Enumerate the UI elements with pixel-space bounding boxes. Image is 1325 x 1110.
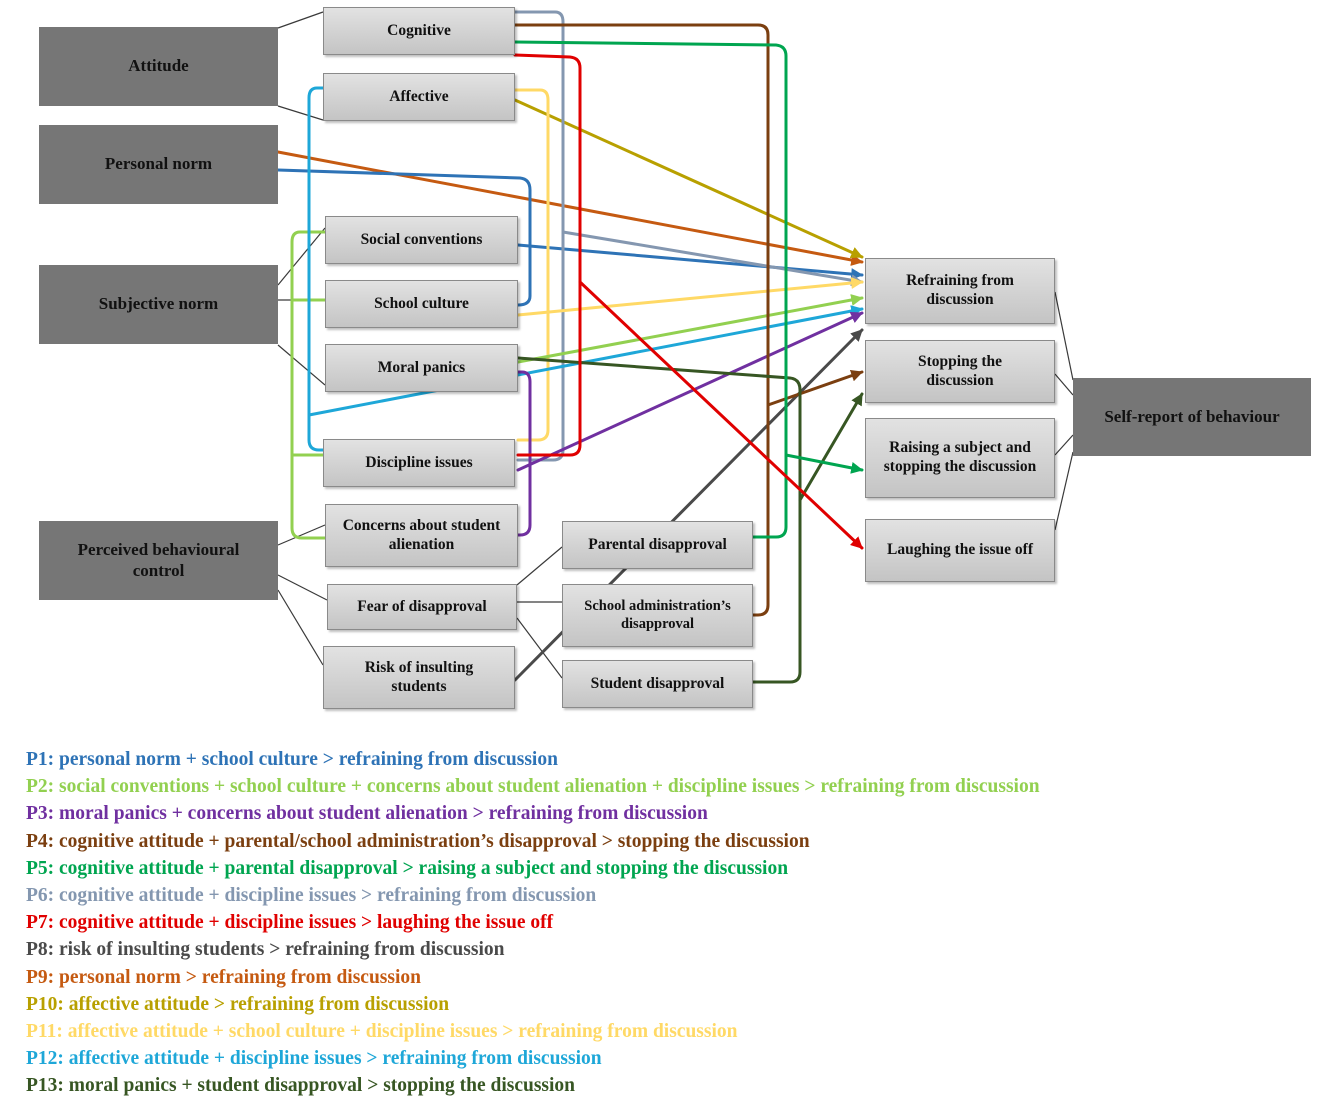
- node-attitude: Attitude: [39, 27, 278, 106]
- node-social-conventions-label: Social conventions: [360, 230, 483, 248]
- path-p13-b: [798, 392, 864, 502]
- node-concerns-student-alienation-label: Concerns about student alienation: [342, 516, 501, 553]
- path-p13-a: [516, 356, 802, 684]
- path-p7-b: [578, 280, 864, 550]
- connector-line: [1054, 451, 1074, 531]
- legend-item: P5: cognitive attitude + parental disapp…: [26, 857, 789, 879]
- node-stopping-the-discussion: Stopping the discussion: [865, 340, 1055, 403]
- legend-item: P11: affective attitude + school culture…: [26, 1021, 738, 1043]
- node-school-culture: School culture: [325, 280, 518, 328]
- path-p1-a: [276, 168, 532, 307]
- node-raising-subject-stopping: Raising a subject and stopping the discu…: [865, 418, 1055, 498]
- node-school-administration-disapproval-label: School administration’s disapproval: [584, 597, 731, 632]
- connector-line: [1054, 291, 1074, 381]
- node-moral-panics-label: Moral panics: [377, 358, 466, 376]
- node-subjective-norm: Subjective norm: [39, 265, 278, 344]
- connector-line: [516, 617, 563, 679]
- path-p12-a: [307, 86, 327, 452]
- node-refraining-from-discussion: Refraining from discussion: [865, 258, 1055, 324]
- path-p6-a: [513, 10, 565, 462]
- path-p7-a: [513, 53, 582, 457]
- legend-item: P1: personal norm + school culture > ref…: [26, 749, 558, 770]
- node-perceived-behavioural-control: Perceived behavioural control: [39, 521, 278, 600]
- node-perceived-behavioural-control-label: Perceived behavioural control: [77, 539, 240, 580]
- node-self-report-label: Self-report of behaviour: [1104, 406, 1280, 426]
- node-discipline-issues-label: Discipline issues: [365, 453, 473, 471]
- node-affective: Affective: [323, 73, 515, 121]
- node-cognitive-label: Cognitive: [387, 21, 451, 39]
- path-p4-b: [766, 369, 864, 407]
- path-p11-a: [513, 88, 550, 442]
- node-self-report: Self-report of behaviour: [1073, 378, 1311, 456]
- node-personal-norm: Personal norm: [39, 125, 278, 204]
- connector-line: [277, 11, 324, 29]
- node-risk-of-insulting-students: Risk of insulting students: [323, 646, 515, 709]
- node-attitude-label: Attitude: [128, 56, 189, 76]
- connector-line: [277, 344, 326, 386]
- connector-line: [277, 574, 328, 601]
- legend-item: P12: affective attitude + discipline iss…: [26, 1048, 602, 1070]
- legend-item: P9: personal norm > refraining from disc…: [26, 966, 421, 988]
- node-parental-disapproval-label: Parental disapproval: [588, 535, 727, 553]
- legend-item: P10: affective attitude > refraining fro…: [26, 993, 450, 1015]
- legend-item: P6: cognitive attitude + discipline issu…: [26, 885, 597, 907]
- legend-item: P3: moral panics + concerns about studen…: [26, 803, 708, 825]
- path-p9: [276, 150, 864, 266]
- node-social-conventions: Social conventions: [325, 216, 518, 264]
- path-legend: P1: personal norm + school culture > ref…: [26, 746, 1040, 1100]
- legend-item: P4: cognitive attitude + parental/school…: [26, 830, 810, 852]
- node-fear-of-disapproval-label: Fear of disapproval: [357, 597, 487, 615]
- node-school-administration-disapproval: School administration’s disapproval: [562, 584, 753, 647]
- node-laughing-issue-off: Laughing the issue off: [865, 519, 1055, 582]
- connector-line: [277, 589, 324, 666]
- path-p10: [513, 98, 864, 259]
- node-subjective-norm-label: Subjective norm: [98, 294, 219, 314]
- node-concerns-student-alienation: Concerns about student alienation: [325, 504, 518, 567]
- path-p6-b: [561, 230, 864, 287]
- node-stopping-the-discussion-label: Stopping the discussion: [918, 352, 1002, 389]
- connector-line: [277, 524, 326, 546]
- node-risk-of-insulting-students-label: Risk of insulting students: [364, 658, 474, 695]
- node-moral-panics: Moral panics: [325, 344, 518, 392]
- path-p4-a: [513, 23, 770, 617]
- node-refraining-from-discussion-label: Refraining from discussion: [906, 272, 1014, 308]
- legend-item: P8: risk of insulting students > refrain…: [26, 939, 505, 961]
- path-p2-d: [516, 294, 864, 364]
- legend-item: P7: cognitive attitude + discipline issu…: [26, 912, 554, 934]
- node-parental-disapproval: Parental disapproval: [562, 521, 753, 569]
- node-personal-norm-label: Personal norm: [104, 154, 213, 174]
- connector-line: [516, 546, 563, 586]
- node-affective-label: Affective: [389, 87, 449, 105]
- connector-line: [1054, 373, 1074, 396]
- node-cognitive: Cognitive: [323, 7, 515, 55]
- path-p5-a: [513, 40, 788, 539]
- path-p5-b: [784, 453, 864, 474]
- node-fear-of-disapproval: Fear of disapproval: [327, 584, 517, 630]
- node-school-culture-label: School culture: [374, 294, 469, 312]
- path-p3-b: [516, 311, 864, 472]
- path-p11-b: [516, 277, 864, 317]
- node-raising-subject-stopping-label: Raising a subject and stopping the discu…: [883, 439, 1037, 475]
- connector-lines: [277, 11, 1074, 679]
- path-diagram: [276, 10, 1074, 684]
- node-discipline-issues: Discipline issues: [323, 439, 515, 487]
- legend-item: P13: moral panics + student disapproval …: [26, 1075, 576, 1097]
- node-laughing-issue-off-label: Laughing the issue off: [887, 541, 1033, 559]
- connector-line: [1054, 434, 1074, 456]
- path-p1-b: [516, 243, 864, 281]
- connector-line: [277, 105, 324, 121]
- connector-line: [277, 227, 326, 286]
- path-p2-a: [290, 230, 327, 540]
- node-student-disapproval-label: Student disapproval: [590, 674, 725, 692]
- legend-item: P2: social conventions + school culture …: [26, 776, 1040, 798]
- node-student-disapproval: Student disapproval: [562, 660, 753, 708]
